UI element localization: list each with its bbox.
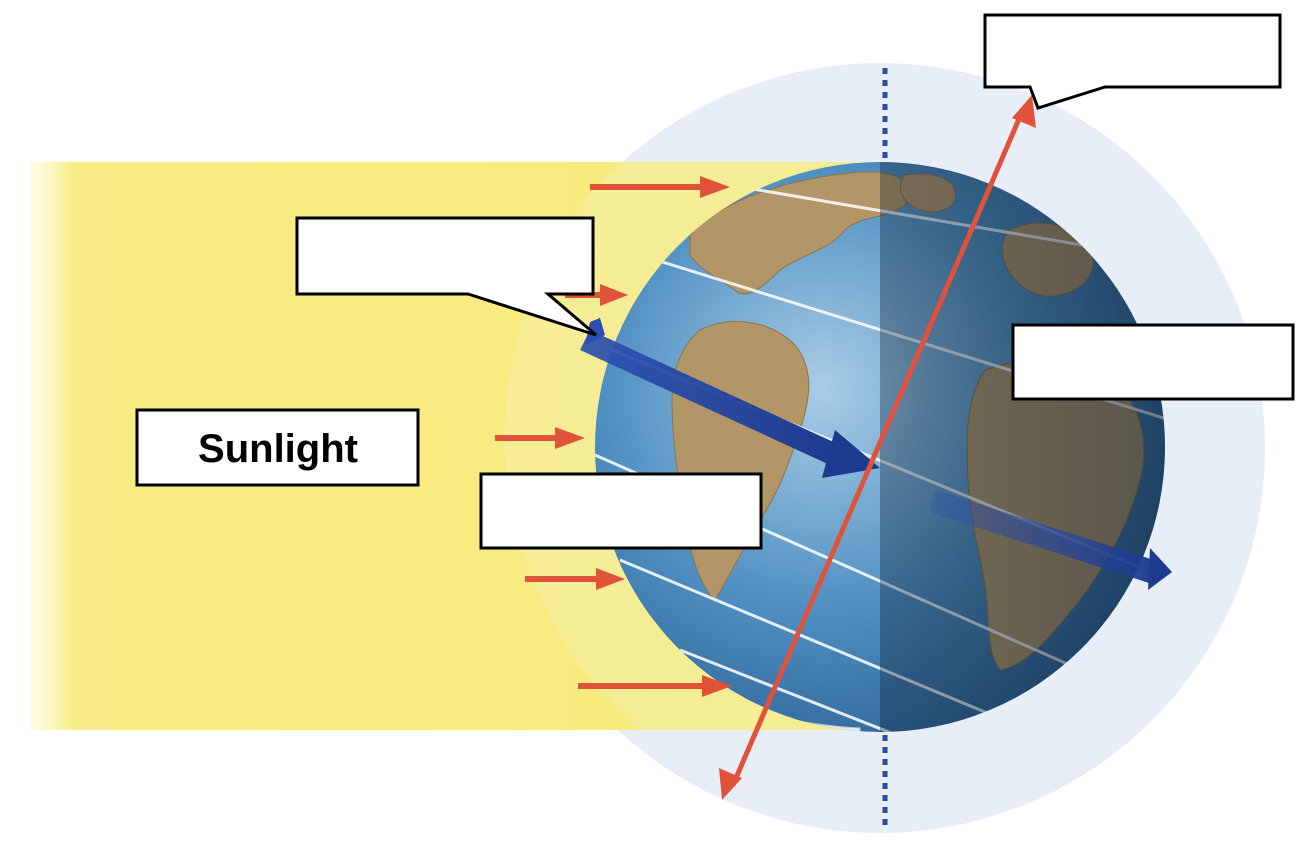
- north-america-landmass: [689, 171, 911, 295]
- label-box-center: [479, 472, 763, 550]
- label-box-sunlight: Sunlight: [135, 408, 420, 487]
- sunlight-label: Sunlight: [198, 427, 358, 471]
- axis-arrow-top-icon: [1012, 95, 1036, 128]
- rotation-arrow-back: [930, 490, 1172, 590]
- sun-ray-arrow-3: [495, 427, 585, 449]
- label-box-upper-left: [295, 216, 597, 337]
- rotation-arrow-front: [580, 318, 880, 478]
- label-box-right: [1011, 323, 1295, 401]
- sun-ray-arrow-4: [525, 568, 625, 590]
- axis-arrow-bottom-icon: [719, 768, 742, 800]
- label-box-top-right: [983, 13, 1282, 110]
- sun-ray-arrow-5: [578, 675, 732, 697]
- sun-ray-arrow-1: [590, 176, 730, 198]
- earth-axis-arrow: [719, 95, 1036, 800]
